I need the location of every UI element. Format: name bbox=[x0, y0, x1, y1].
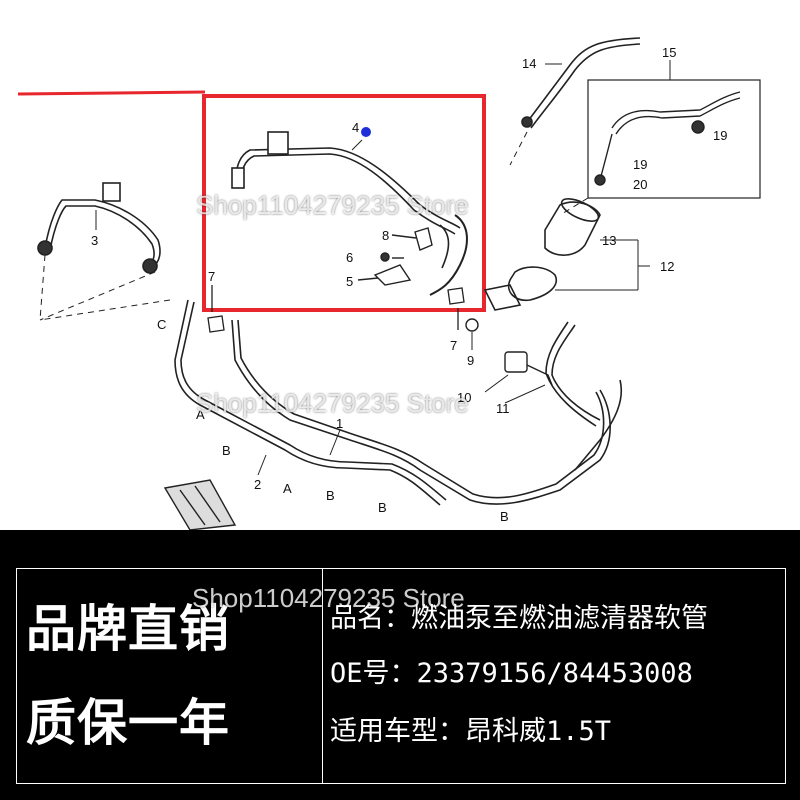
callout-1: 1 bbox=[336, 416, 344, 431]
watermark-mid: Shop1104279235 Store bbox=[196, 388, 469, 418]
info-panel-divider bbox=[322, 568, 323, 784]
highlight-box bbox=[202, 94, 486, 312]
callout-10: 10 bbox=[457, 390, 472, 405]
marker-dot bbox=[361, 127, 371, 137]
top-red-line bbox=[17, 90, 206, 96]
clip-parts-5-6-8 bbox=[357, 227, 433, 286]
sensor-part-10 bbox=[504, 351, 553, 386]
callout-4: 4 bbox=[352, 120, 360, 135]
dashed-3-left bbox=[39, 254, 46, 321]
info-panel bbox=[0, 530, 800, 800]
dashed-c bbox=[39, 299, 171, 321]
hose-part-15 bbox=[594, 91, 741, 186]
callout-12: 12 bbox=[660, 259, 675, 274]
leader-4 bbox=[351, 139, 363, 151]
callout-8: 8 bbox=[382, 228, 390, 243]
letter-b3: B bbox=[378, 500, 387, 515]
dashed-3-right bbox=[39, 271, 156, 321]
watermark-panel: Shop1104279235 Store bbox=[192, 583, 465, 613]
tubes-part-1-2 bbox=[174, 299, 623, 506]
callout-11: 11 bbox=[496, 401, 510, 416]
leader-10 bbox=[484, 374, 509, 393]
leader-11 bbox=[504, 384, 546, 404]
oe-number: OE号：23379156/84453008 bbox=[330, 658, 693, 689]
slogan-line-1: 品牌直销 bbox=[26, 600, 230, 658]
callout-15: 15 bbox=[662, 45, 677, 60]
fuel-filter bbox=[483, 198, 601, 311]
hose-part-3 bbox=[37, 182, 161, 274]
callout-5: 5 bbox=[346, 274, 354, 289]
callout-20: 20 bbox=[633, 177, 648, 192]
callout-9: 9 bbox=[467, 353, 475, 368]
callout-14: 14 bbox=[522, 56, 537, 71]
pedal-part bbox=[163, 479, 237, 530]
callout-19a: 19 bbox=[713, 128, 728, 143]
parts-diagram bbox=[17, 37, 761, 530]
info-panel-frame bbox=[16, 568, 786, 784]
leader-1 bbox=[329, 429, 341, 456]
hose-part-14 bbox=[521, 37, 641, 129]
dashed-15 bbox=[559, 197, 589, 216]
callout-2: 2 bbox=[254, 477, 262, 492]
letter-b4: B bbox=[500, 509, 509, 524]
callout-6: 6 bbox=[346, 250, 354, 265]
callout-13: 13 bbox=[602, 233, 617, 248]
hose-part-4 bbox=[231, 131, 468, 296]
watermark-top: Shop1104279235 Store bbox=[196, 190, 469, 220]
letter-a1: A bbox=[196, 407, 205, 422]
clip-part-7 bbox=[207, 285, 465, 333]
product-name: 品名：燃油泵至燃油滤清器软管 bbox=[330, 603, 708, 634]
box-part-15 bbox=[587, 79, 761, 199]
callout-7b: 7 bbox=[450, 338, 458, 353]
ring-part-9 bbox=[465, 318, 479, 332]
letter-c: C bbox=[157, 317, 167, 332]
slogan-line-2: 质保一年 bbox=[26, 694, 230, 752]
letter-b1: B bbox=[222, 443, 231, 458]
callout-7a: 7 bbox=[208, 269, 216, 284]
letter-a2: A bbox=[283, 481, 292, 496]
vehicle-fitment: 适用车型：昂科威1.5T bbox=[330, 716, 612, 747]
leader-2 bbox=[257, 454, 267, 476]
letter-b2: B bbox=[326, 488, 335, 503]
dashed-14 bbox=[509, 131, 528, 166]
callout-19b: 19 bbox=[633, 157, 648, 172]
callout-3: 3 bbox=[91, 233, 99, 248]
